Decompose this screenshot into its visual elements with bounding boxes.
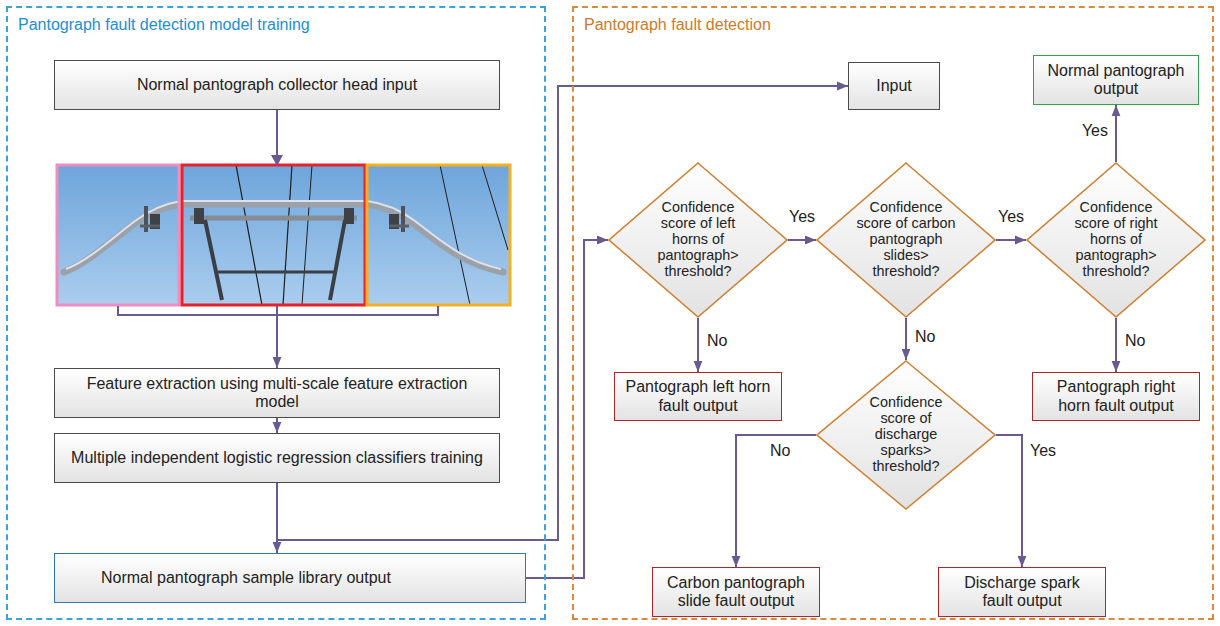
- connector: [905, 318, 907, 360]
- arrowhead: [271, 155, 283, 166]
- decision-diamond: Confidence score of right horns of panto…: [1026, 162, 1206, 318]
- clamp-body: [194, 208, 204, 224]
- connector: [996, 239, 1026, 241]
- node-text: Pantograph left horn fault output: [623, 378, 773, 415]
- connector: [1115, 318, 1117, 372]
- connector: [736, 435, 816, 567]
- edge-label: Yes: [998, 208, 1024, 226]
- photo-left-horn: [57, 165, 182, 305]
- connector: [697, 318, 699, 372]
- frame-bar: [218, 271, 334, 274]
- contact-wire: [236, 165, 262, 305]
- diamond-outline: [817, 163, 995, 317]
- photo-border: [182, 165, 365, 305]
- clamp: [401, 206, 405, 232]
- connector: [526, 240, 608, 578]
- decision-diamond: Confidence score of left horns of pantog…: [608, 162, 788, 318]
- photo-ground: [182, 165, 365, 305]
- connector: [996, 435, 1022, 567]
- carbon-slide-figure: [182, 165, 365, 305]
- edge-label: No: [707, 332, 727, 350]
- contact-wire: [482, 165, 508, 250]
- node-text: Multiple independent logistic regression…: [71, 449, 483, 467]
- node-text: Discharge spark fault output: [947, 574, 1097, 611]
- node-text: Confidence score of right horns of panto…: [1062, 200, 1170, 279]
- process-box: Normal pantograph sample library output: [54, 553, 526, 603]
- connector-group: [277, 86, 1116, 578]
- process-box: Multiple independent logistic regression…: [54, 433, 500, 483]
- edge-label: Yes: [1082, 122, 1108, 140]
- photo-ground: [367, 165, 510, 305]
- process-box: Normal pantograph collector head input: [54, 60, 500, 110]
- edge-label: No: [770, 442, 790, 460]
- panel-heading: Pantograph fault detection: [584, 16, 771, 34]
- clamp-body: [344, 208, 354, 224]
- node-text: Normal pantograph output: [1042, 62, 1190, 99]
- panel-heading: Pantograph fault detection model trainin…: [18, 16, 310, 34]
- frame-arm: [330, 220, 345, 300]
- horn: [367, 204, 503, 272]
- contact-wire: [440, 165, 470, 305]
- clamp-bar: [140, 225, 160, 228]
- slide-highlight: [182, 200, 365, 202]
- clamp-bar: [389, 225, 409, 228]
- diamond-outline: [1027, 163, 1205, 317]
- photo-carbon-slide: [182, 165, 365, 305]
- slide-support: [190, 216, 357, 221]
- diamond-outline: [817, 361, 995, 509]
- process-box: Pantograph right horn fault output: [1032, 372, 1200, 421]
- node-text: Feature extraction using multi-scale fea…: [63, 375, 491, 412]
- decision-diamond: Confidence score of discharge sparks> th…: [816, 360, 996, 510]
- connector: [1115, 105, 1117, 162]
- decision-diamond: Confidence score of carbon pantograph sl…: [816, 162, 996, 318]
- process-box: Pantograph left horn fault output: [614, 372, 782, 421]
- node-text: Normal pantograph collector head input: [137, 76, 417, 94]
- node-text: Pantograph right horn fault output: [1041, 378, 1191, 415]
- connector: [788, 239, 816, 241]
- contact-wire: [302, 165, 312, 305]
- node-text: Input: [876, 77, 912, 95]
- edge-label: Yes: [789, 208, 815, 226]
- horn-highlight: [66, 201, 179, 269]
- carbon-slide: [182, 201, 365, 208]
- process-box: Feature extraction using multi-scale fea…: [54, 368, 500, 418]
- node-text: Normal pantograph sample library output: [101, 569, 391, 587]
- left-horn-figure: [64, 201, 179, 272]
- connector: [276, 418, 278, 433]
- process-box: Normal pantograph output: [1033, 55, 1199, 105]
- edge-label: No: [915, 328, 935, 346]
- process-box: Carbon pantograph slide fault output: [652, 567, 820, 617]
- diamond-outline: [609, 163, 787, 317]
- clamp: [144, 206, 148, 232]
- edge-label: Yes: [1030, 442, 1056, 460]
- right-horn-figure: [367, 165, 508, 305]
- node-text: Carbon pantograph slide fault output: [661, 574, 811, 611]
- dashed-panel: Pantograph fault detection model trainin…: [6, 6, 546, 620]
- frame-arm: [205, 220, 222, 300]
- process-box: Discharge spark fault output: [938, 567, 1106, 617]
- process-box: Input: [848, 62, 940, 110]
- photo-border: [57, 165, 179, 305]
- photo-right-horn: [367, 165, 510, 305]
- node-text: Confidence score of discharge sparks> th…: [852, 395, 960, 474]
- node-text: Confidence score of carbon pantograph sl…: [852, 200, 960, 279]
- photo-border: [367, 165, 510, 305]
- horn-highlight: [367, 201, 501, 269]
- contact-wire: [283, 165, 292, 305]
- dashed-panel: Pantograph fault detectionInput Normal pa…: [572, 6, 1214, 620]
- edge-label: No: [1125, 332, 1145, 350]
- merge-bracket: [118, 306, 438, 315]
- node-text: Confidence score of left horns of pantog…: [644, 200, 752, 279]
